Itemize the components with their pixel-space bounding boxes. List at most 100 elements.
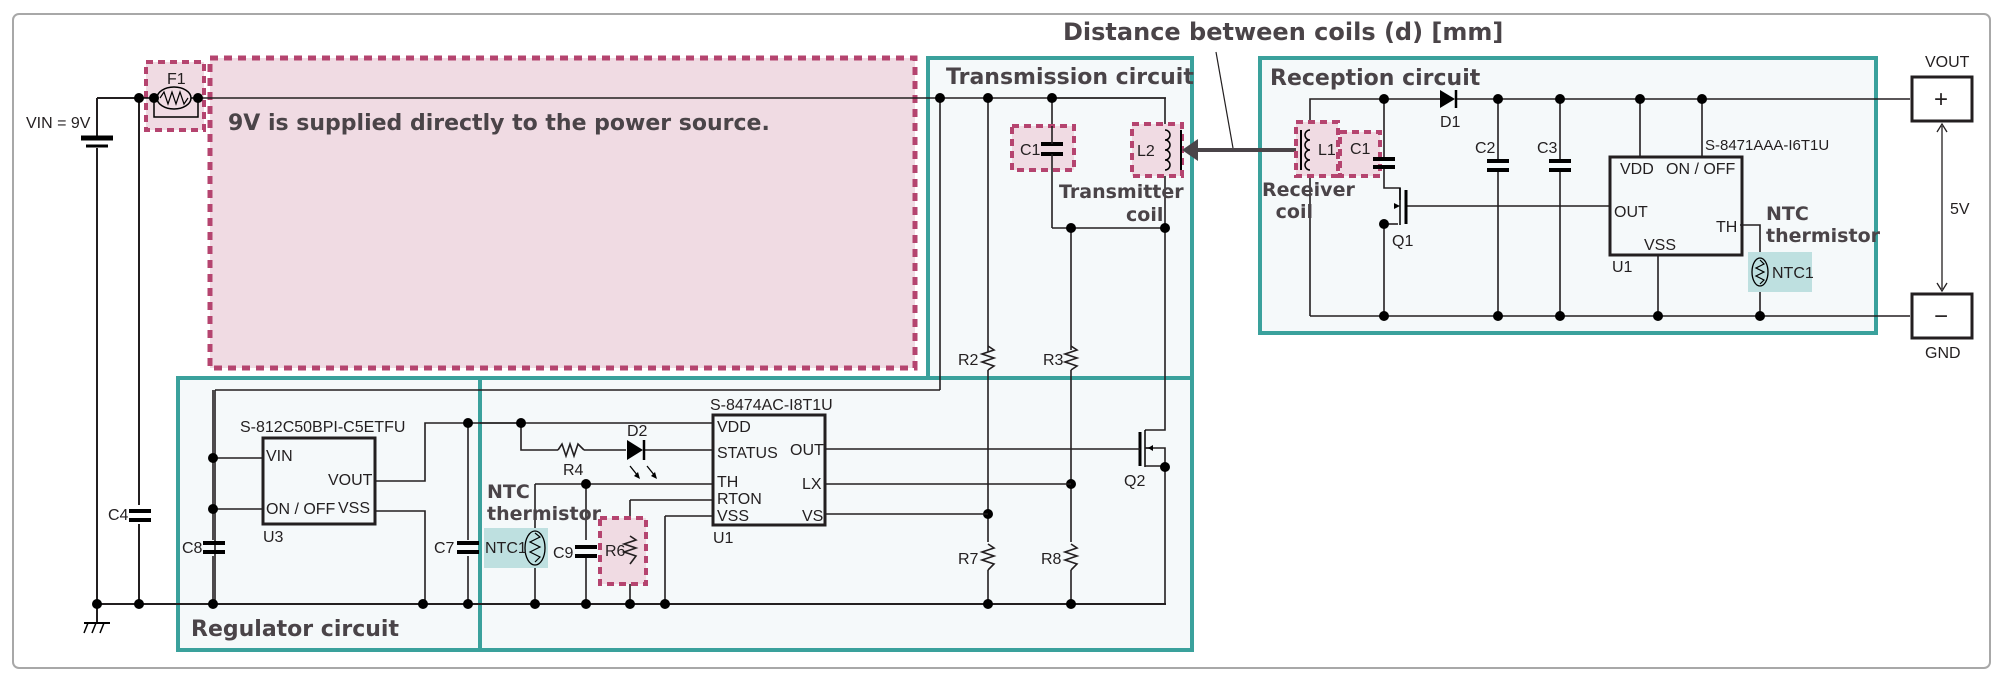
c7-label: C7 [434, 540, 455, 557]
minus-sign: − [1934, 303, 1948, 330]
ntc-rx-heading-1: NTC [1766, 203, 1809, 225]
u1-pin-rton: RTON [717, 491, 762, 508]
l2-highlight-box [1130, 122, 1184, 178]
diode-d1-icon [1440, 90, 1458, 108]
vout-plus-terminal [1910, 75, 1974, 123]
capacitor-c2-icon [1487, 159, 1509, 172]
ntc1-controller-label: NTC1 [485, 540, 527, 557]
u1-pin-status: STATUS [717, 445, 778, 462]
reception-ic-ref: U1 [1612, 259, 1633, 276]
capacitor-c4-icon [129, 509, 151, 522]
q1-label: Q1 [1392, 233, 1413, 250]
battery-icon [81, 135, 113, 148]
c2-label: C2 [1475, 140, 1496, 157]
mosfet-q1-icon [1394, 188, 1408, 225]
u1-pin-vdd: VDD [717, 419, 751, 436]
c3-label: C3 [1537, 140, 1558, 157]
q2-label: Q2 [1124, 473, 1145, 490]
gnd-label: GND [1925, 345, 1961, 362]
capacitor-c3-icon [1549, 159, 1571, 172]
rx-pin-th: TH [1716, 219, 1737, 236]
rx-pin-vss: VSS [1644, 237, 1676, 254]
rx-pin-onoff: ON / OFF [1666, 161, 1736, 178]
rx-pin-out: OUT [1614, 204, 1648, 221]
r8-label: R8 [1041, 551, 1062, 568]
resistor-r4-icon [557, 441, 585, 459]
u1-pin-vss: VSS [717, 508, 749, 525]
receiver-coil-label-2: coil [1276, 201, 1313, 223]
reception-ic [1608, 155, 1744, 257]
reception-title: Reception circuit [1270, 66, 1481, 91]
gnd-minus-terminal [1910, 292, 1974, 340]
u1-pin-lx: LX [802, 476, 822, 493]
transmission-wiring [214, 97, 1166, 604]
controller-ic [711, 413, 827, 527]
thermistor-ntc1-rx-icon [1751, 257, 1769, 287]
receiver-coil-label-1: Receiver [1262, 179, 1355, 201]
l2-label: L2 [1137, 143, 1155, 160]
ground-icon [83, 622, 110, 634]
c9-label: C9 [553, 545, 574, 562]
regulator-ic-part: S-812C50BPI-C5ETFU [240, 419, 405, 436]
voltage-arrow-icon [1936, 122, 1948, 293]
u3-pin-vout: VOUT [328, 472, 373, 489]
output-voltage-label: 5V [1950, 201, 1970, 218]
thermistor-ntc1-controller-icon [524, 530, 546, 566]
reception-wiring [1309, 98, 1910, 317]
inductor-l1-icon [1300, 129, 1311, 171]
c1-rx-label: C1 [1350, 141, 1371, 158]
inductor-l2-icon [1164, 129, 1182, 171]
vin-label: VIN = 9V [26, 115, 91, 132]
capacitor-c8-icon [203, 541, 225, 554]
controller-ic-part: S-8474AC-I8T1U [710, 397, 833, 414]
ntc-rx-heading-2: thermistor [1766, 225, 1881, 247]
resistor-r3-icon [1062, 345, 1080, 371]
transmission-title: Transmission circuit [946, 65, 1194, 90]
u1-pin-vs: VS [802, 508, 823, 525]
d1-label: D1 [1440, 114, 1461, 131]
r6-highlight-box [598, 516, 648, 586]
plus-sign: + [1934, 86, 1948, 113]
u3-pin-vin: VIN [266, 448, 293, 465]
u1-pin-th: TH [717, 474, 738, 491]
distance-label: Distance between coils (d) [mm] [1063, 18, 1503, 46]
r2-label: R2 [958, 352, 979, 369]
resistor-r6-icon [621, 535, 639, 565]
c1-tx-highlight-box [1010, 124, 1076, 172]
ntc-controller-heading-1: NTC [487, 481, 530, 503]
resistor-r7-icon [979, 543, 997, 571]
u1-pin-out: OUT [790, 442, 824, 459]
resistor-r8-icon [1062, 543, 1080, 571]
ntc1-rx-label: NTC1 [1772, 265, 1814, 282]
fuse-label: F1 [167, 71, 186, 88]
transmitter-coil-label-2: coil [1126, 204, 1163, 226]
u3-ref: U3 [263, 529, 284, 546]
d2-label: D2 [627, 423, 648, 440]
rx-pin-vdd: VDD [1620, 161, 1654, 178]
note-highlight-box [207, 55, 918, 371]
resistor-r2-icon [979, 345, 997, 371]
controller-ic-ref: U1 [713, 530, 734, 547]
vout-label: VOUT [1925, 54, 1970, 71]
r7-label: R7 [958, 551, 979, 568]
ntc-controller-heading-2: thermistor [487, 503, 602, 525]
capacitor-c1-rx-icon [1373, 157, 1395, 169]
distance-leader-line [1215, 51, 1234, 149]
reception-ic-part: S-8471AAA-I6T1U [1705, 137, 1829, 154]
u3-pin-vss: VSS [338, 500, 370, 517]
r6-label: R6 [605, 543, 626, 560]
regulator-wiring [212, 390, 520, 604]
supply-note: 9V is supplied directly to the power sou… [228, 111, 770, 136]
r4-label: R4 [563, 462, 584, 479]
regulator-title: Regulator circuit [191, 617, 399, 642]
capacitor-c9-icon [575, 545, 597, 558]
r3-label: R3 [1043, 352, 1064, 369]
capacitor-c1-tx-icon [1041, 126, 1063, 170]
c4-label: C4 [108, 507, 129, 524]
c8-label: C8 [182, 540, 203, 557]
transmitter-coil-label-1: Transmitter [1059, 181, 1184, 203]
c1-tx-label: C1 [1020, 142, 1041, 159]
led-d2-icon [627, 440, 657, 479]
l1-highlight-box [1294, 120, 1340, 178]
